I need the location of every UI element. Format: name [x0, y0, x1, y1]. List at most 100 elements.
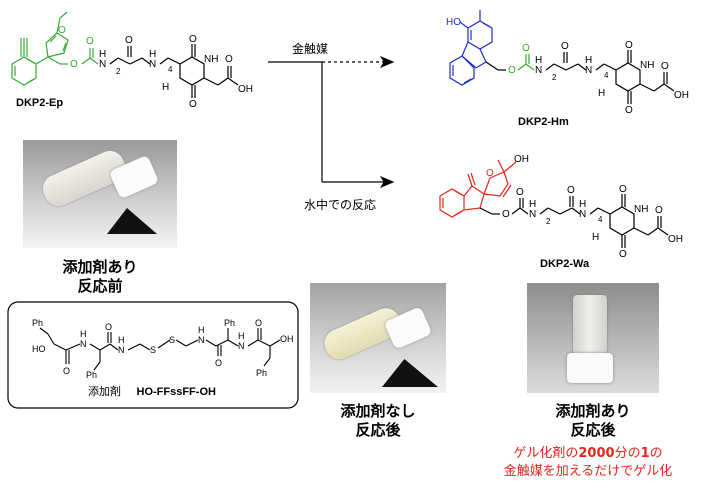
atom-h: H — [99, 49, 106, 60]
atom-oh: OH — [674, 90, 689, 101]
atom-n: N — [529, 209, 536, 220]
dkp2-hm-structure — [449, 10, 675, 104]
atom-o: O — [255, 318, 262, 328]
atom-h: H — [118, 335, 125, 345]
atom-o: O — [655, 205, 663, 216]
atom-s: S — [150, 345, 156, 355]
atom-o: O — [70, 59, 78, 70]
note-text: ゲル化剤の — [513, 446, 579, 461]
atom-h: H — [592, 232, 599, 243]
atom-h: H — [149, 49, 156, 60]
note-text: 分の — [614, 446, 641, 461]
dkp2-hm-atoms: HO O O N H O 2 N H 4 O O NH H O OH — [446, 17, 689, 116]
compound-label-dkp2-wa: DKP2-Wa — [540, 258, 590, 270]
atom-n: N — [579, 209, 586, 220]
caption-line1: 添加剤あり — [555, 402, 631, 420]
atom-n: N — [535, 65, 542, 76]
atom-n: N — [149, 59, 156, 70]
atom-ho: HO — [32, 344, 46, 354]
atom-o: O — [516, 187, 524, 198]
additive-name: HO-FFssFF-OH — [136, 386, 216, 398]
atom-h: H — [238, 331, 245, 341]
atom-nh: NH — [204, 54, 218, 65]
caption-line2: 反応後 — [570, 421, 616, 439]
photo-caption-before: 添加剤あり 反応前 — [30, 258, 170, 296]
subscript-4: 4 — [604, 71, 609, 80]
atom-h: H — [585, 55, 592, 66]
dkp2-wa-atoms: O OH O O N H 2 O N H 4 O O NH H O OH — [486, 154, 683, 260]
caption-line1: 添加剤あり — [62, 258, 138, 276]
gelation-note: ゲル化剤の2000分の1の 金触媒を加えるだけでゲル化 — [470, 445, 706, 481]
atom-o: O — [619, 184, 627, 195]
atom-h: H — [598, 88, 605, 99]
atom-h: H — [535, 55, 542, 66]
atom-o: O — [661, 61, 669, 72]
atom-o: O — [567, 185, 575, 196]
atom-o: O — [625, 40, 633, 51]
atom-o: O — [189, 99, 197, 110]
note-line2: 金触媒を加えるだけでゲル化 — [503, 464, 673, 479]
additive-prefix: 添加剤 — [88, 385, 121, 398]
atom-s: S — [169, 335, 175, 345]
atom-o: O — [189, 34, 197, 45]
atom-oh: OH — [280, 334, 294, 344]
photo-before-reaction — [23, 140, 177, 248]
caption-line2: 反応前 — [77, 277, 123, 295]
atom-o: O — [625, 105, 633, 116]
subscript-4: 4 — [168, 65, 173, 74]
atom-oh: OH — [238, 84, 253, 95]
atom-o: O — [619, 249, 627, 260]
atom-h: H — [529, 199, 536, 210]
atom-o: O — [508, 65, 516, 76]
additive-label-row: 添加剤 HO-FFssFF-OH — [88, 383, 216, 399]
atom-n: N — [198, 335, 205, 345]
dkp2-ep-atoms: O O O N H O 2 N H 4 O O NH H O OH — [58, 25, 253, 110]
atom-o: O — [502, 209, 510, 220]
atom-h: H — [579, 199, 586, 210]
inverted-vial — [573, 295, 607, 355]
caption-line1: 添加剤なし — [340, 402, 416, 420]
atom-n: N — [80, 339, 87, 349]
note-number: 1 — [640, 446, 650, 461]
additive-atoms: Ph HO O N H O Ph N H S S N H O Ph N H O … — [32, 318, 294, 380]
atom-nh: NH — [640, 60, 654, 71]
compound-label-dkp2-hm: DKP2-Hm — [518, 116, 569, 128]
atom-n: N — [238, 341, 245, 351]
reaction-condition-catalyst: 金触媒 — [292, 42, 329, 56]
atom-o: O — [225, 54, 233, 65]
dkp2-ep-structure — [11, 11, 239, 98]
vial-cap — [567, 353, 613, 383]
atom-oh: OH — [668, 234, 683, 245]
atom-o: O — [105, 322, 112, 332]
atom-h: H — [80, 329, 87, 339]
atom-ph: Ph — [256, 368, 267, 378]
note-number: 2000 — [578, 446, 615, 461]
atom-o: O — [86, 36, 94, 47]
note-line1: ゲル化剤の2000分の1の — [470, 445, 706, 463]
atom-o: O — [486, 168, 494, 179]
atom-o: O — [522, 43, 530, 54]
atom-o: O — [63, 366, 70, 376]
atom-ph: Ph — [32, 318, 43, 328]
atom-o: O — [125, 35, 133, 46]
atom-nh: NH — [634, 204, 648, 215]
subscript-2: 2 — [552, 73, 557, 82]
dkp2-wa-structure — [439, 159, 669, 248]
photo-caption-no-additive: 添加剤なし 反応後 — [310, 402, 446, 440]
subscript-2: 2 — [116, 67, 121, 76]
note-text: の — [649, 446, 663, 461]
vial-stand — [107, 208, 157, 234]
subscript-2: 2 — [546, 217, 551, 226]
compound-label-dkp2-ep: DKP2-Ep — [16, 97, 64, 109]
subscript-4: 4 — [598, 215, 603, 224]
atom-o: O — [215, 358, 222, 368]
additive-structure — [39, 327, 281, 371]
additive-box — [7, 301, 299, 409]
atom-nh: H — [162, 82, 169, 93]
atom-h: H — [198, 325, 205, 335]
atom-oh: OH — [514, 154, 529, 165]
atom-n: N — [99, 59, 106, 70]
caption-line2: 反応後 — [355, 421, 401, 439]
atom-o: O — [561, 41, 569, 52]
